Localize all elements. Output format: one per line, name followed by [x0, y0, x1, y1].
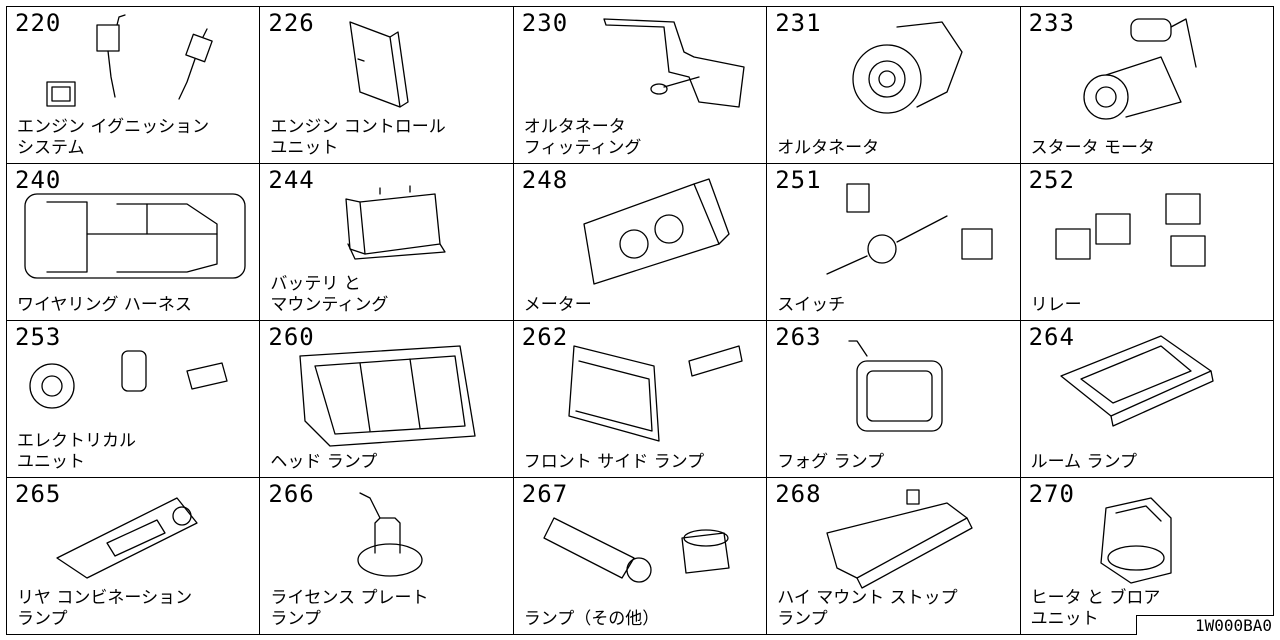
catalog-label: ルーム ランプ: [1030, 452, 1137, 472]
catalog-label: メーター: [523, 295, 592, 315]
catalog-number: 253: [15, 323, 62, 351]
catalog-cell-230[interactable]: 230 オルタネータフィッティング: [513, 7, 768, 164]
catalog-cell-270[interactable]: 270 ヒータ と ブロアユニット: [1020, 478, 1274, 635]
catalog-cell-260[interactable]: 260 ヘッド ランプ: [260, 321, 514, 478]
catalog-label: ワイヤリング ハーネス: [17, 295, 192, 315]
catalog-number: 268: [775, 480, 822, 508]
license-lamp-icon: [357, 492, 424, 577]
meter-icon: [583, 178, 730, 285]
catalog-cell-265[interactable]: 265 リヤ コンビネーションランプ: [7, 478, 261, 635]
catalog-label: ライセンス プレートランプ: [270, 588, 429, 629]
alternator-icon: [852, 21, 963, 114]
catalog-cell-263[interactable]: 263 フォグ ランプ: [767, 321, 1021, 478]
headlamp-icon: [299, 345, 477, 447]
catalog-label: ヘッド ランプ: [270, 452, 378, 472]
catalog-label: リヤ コンビネーションランプ: [17, 588, 193, 629]
catalog-cell-262[interactable]: 262 フロント サイド ランプ: [513, 321, 768, 478]
catalog-label: スイッチ: [777, 295, 846, 315]
catalog-cell-226[interactable]: 226 エンジン コントロールユニット: [260, 7, 514, 164]
drawing-code: 1W000BA0: [1136, 615, 1274, 635]
catalog-number: 230: [521, 9, 569, 37]
catalog-number: 260: [268, 323, 315, 351]
ecu-icon: [349, 21, 410, 108]
catalog-number: 233: [1028, 9, 1075, 37]
catalog-label: エンジン コントロールユニット: [270, 117, 446, 158]
catalog-cell-266[interactable]: 266 ライセンス プレートランプ: [260, 478, 514, 635]
catalog-cell-231[interactable]: 231 オルタネータ: [767, 7, 1021, 164]
horn-icon: [29, 350, 228, 409]
catalog-label: バッテリ とマウンティング: [270, 274, 389, 315]
catalog-number: 263: [775, 323, 822, 351]
catalog-cell-252[interactable]: 252 リレー: [1020, 164, 1274, 321]
catalog-number: 252: [1028, 166, 1075, 194]
battery-icon: [345, 185, 447, 260]
starter-motor-icon: [1082, 18, 1197, 120]
catalog-number: 265: [15, 480, 62, 508]
catalog-cell-240[interactable]: 240 ワイヤリング ハーネス: [7, 164, 261, 321]
catalog-label: オルタネータ: [777, 138, 880, 158]
fog-lamp-icon: [848, 340, 943, 432]
catalog-number: 251: [775, 166, 822, 194]
side-lamp-icon: [568, 345, 743, 442]
catalog-cell-251[interactable]: 251 スイッチ: [767, 164, 1021, 321]
catalog-number: 226: [268, 9, 315, 37]
catalog-number: 244: [268, 166, 315, 194]
wiring-harness-icon: [24, 193, 246, 279]
catalog-label: エレクトリカルユニット: [17, 431, 136, 472]
catalog-label: オルタネータフィッティング: [523, 117, 642, 158]
catalog-cell-233[interactable]: 233 スタータ モータ: [1020, 7, 1274, 164]
catalog-cell-244[interactable]: 244 バッテリ とマウンティング: [260, 164, 514, 321]
catalog-number: 262: [521, 323, 569, 351]
catalog-cell-264[interactable]: 264 ルーム ランプ: [1020, 321, 1274, 478]
catalog-number: 267: [521, 480, 569, 508]
catalog-label: リレー: [1030, 295, 1082, 315]
high-mount-stop-lamp-icon: [826, 489, 973, 589]
ignition-system-icon: [46, 14, 213, 107]
catalog-cell-253[interactable]: 253 エレクトリカルユニット: [7, 321, 261, 478]
catalog-label: スタータ モータ: [1030, 138, 1155, 158]
switch-icon: [826, 183, 993, 275]
rear-combination-lamp-icon: [56, 497, 198, 579]
catalog-label: エンジン イグニッションシステム: [17, 117, 210, 158]
catalog-number: 264: [1028, 323, 1075, 351]
catalog-cell-267[interactable]: 267 ランプ（その他）: [513, 478, 768, 635]
catalog-label: ヒータ と ブロアユニット: [1030, 588, 1161, 629]
catalog-number: 270: [1028, 480, 1075, 508]
catalog-number: 231: [775, 9, 822, 37]
catalog-number: 240: [15, 166, 62, 194]
catalog-number: 266: [268, 480, 315, 508]
catalog-label: ランプ（その他）: [523, 609, 660, 629]
catalog-label: フロント サイド ランプ: [523, 452, 705, 472]
bulb-icon: [543, 517, 730, 583]
catalog-number: 220: [15, 9, 62, 37]
relay-icon: [1054, 193, 1206, 267]
catalog-label: ハイ マウント ストップランプ: [777, 588, 958, 629]
catalog-number: 248: [521, 166, 569, 194]
heater-blower-icon: [1099, 497, 1172, 584]
catalog-label: フォグ ランプ: [777, 452, 885, 472]
catalog-cell-248[interactable]: 248 メーター: [513, 164, 768, 321]
catalog-cell-220[interactable]: 220 エンジン イグニッションシステム: [7, 7, 261, 164]
room-lamp-icon: [1059, 335, 1214, 427]
parts-catalog-grid: 220 エンジン イグニッションシステム 226 エンジン コントロールユニット…: [6, 6, 1274, 635]
alternator-bracket-icon: [603, 18, 745, 108]
catalog-cell-268[interactable]: 268 ハイ マウント ストップランプ: [767, 478, 1021, 635]
